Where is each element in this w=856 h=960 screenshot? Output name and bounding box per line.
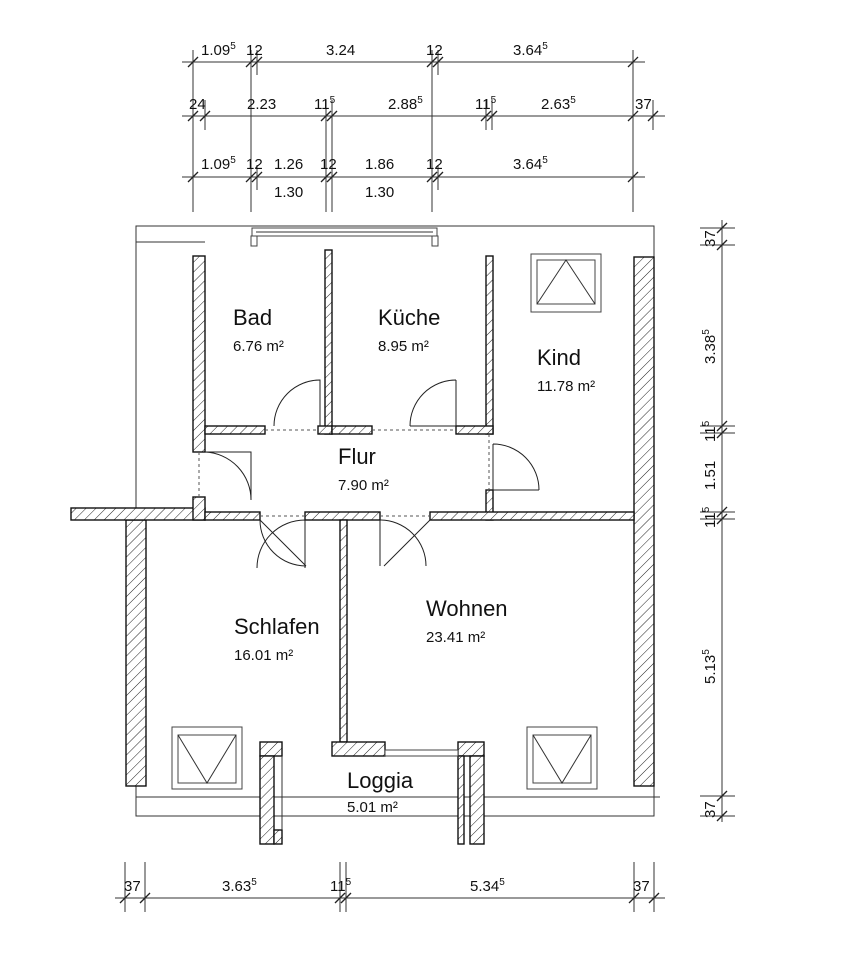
dim-label: 2.885 [388,95,423,113]
dim-label: 2.635 [541,95,576,113]
dim-label: 12 [246,42,263,59]
dim-label: 1.095 [201,155,236,173]
dim-label: 37 [635,96,652,113]
skylight-schlafen [171,726,243,790]
dim-label: 115 [314,95,336,113]
room-loggia: Loggia 5.01 m² [347,768,414,816]
room-wohnen: Wohnen 23.41 m² [426,596,508,646]
dimension-row-1: 1.095 12 3.24 12 3.645 [201,41,548,59]
skylight-kind [530,253,602,313]
dimension-row-2: 24 2.23 115 2.885 115 2.635 37 [189,95,652,113]
room-flur: Flur 7.90 m² [338,444,389,494]
dim-label: 2.23 [247,96,276,113]
room-name: Schlafen [234,614,320,639]
dim-label: 1.30 [274,184,303,201]
dimension-lines-bottom: 37 3.635 115 5.345 37 [115,862,665,912]
room-kind: Kind 11.78 m² [537,345,595,395]
dim-label: 5.345 [470,877,505,895]
room-kueche: Küche 8.95 m² [378,305,440,355]
room-schlafen: Schlafen 16.01 m² [234,614,320,664]
dim-label: 37 [702,801,719,818]
dim-label: 12 [426,42,443,59]
room-area: 6.76 m² [233,338,284,355]
skylight-wohnen [526,726,598,790]
dim-label: 115 [701,420,719,442]
dim-label: 12 [426,156,443,173]
dim-label: 5.135 [701,649,719,684]
room-name: Kind [537,345,581,370]
loggia-window [281,749,459,830]
dim-label: 1.095 [201,41,236,59]
room-area: 11.78 m² [537,378,595,395]
room-area: 16.01 m² [234,647,293,664]
dim-label: 115 [701,506,719,528]
dim-label: 37 [124,878,141,895]
dim-label: 37 [702,230,719,247]
dim-label: 3.645 [513,155,548,173]
room-area: 5.01 m² [347,799,398,816]
dim-label: 1.26 [274,156,303,173]
room-name: Bad [233,305,272,330]
room-area: 8.95 m² [378,338,429,355]
dim-label: 115 [475,95,497,113]
dimension-lines-top [182,50,665,212]
dim-label: 24 [189,96,206,113]
room-name: Wohnen [426,596,508,621]
dim-label: 37 [633,878,650,895]
dim-label: 1.86 [365,156,394,173]
dim-label: 1.51 [702,461,719,490]
dim-label: 3.24 [326,42,355,59]
top-window [250,227,439,247]
dim-label: 115 [330,877,352,895]
dim-label: 3.635 [222,877,257,895]
room-area: 7.90 m² [338,477,389,494]
dim-label: 12 [320,156,337,173]
dimension-row-3: 1.095 12 1.26 12 1.86 12 3.645 1.30 1.30 [201,155,548,201]
room-name: Flur [338,444,376,469]
walls [70,249,655,845]
thresholds [198,429,490,517]
dim-label: 3.645 [513,41,548,59]
dim-label: 3.385 [701,329,719,364]
dim-label: 1.30 [365,184,394,201]
dim-label: 12 [246,156,263,173]
doors [204,379,540,569]
room-bad: Bad 6.76 m² [233,305,284,355]
room-area: 23.41 m² [426,629,485,646]
room-name: Loggia [347,768,414,793]
dimension-lines-right: 37 3.385 115 1.51 115 5.135 37 [700,220,735,822]
room-name: Küche [378,305,440,330]
